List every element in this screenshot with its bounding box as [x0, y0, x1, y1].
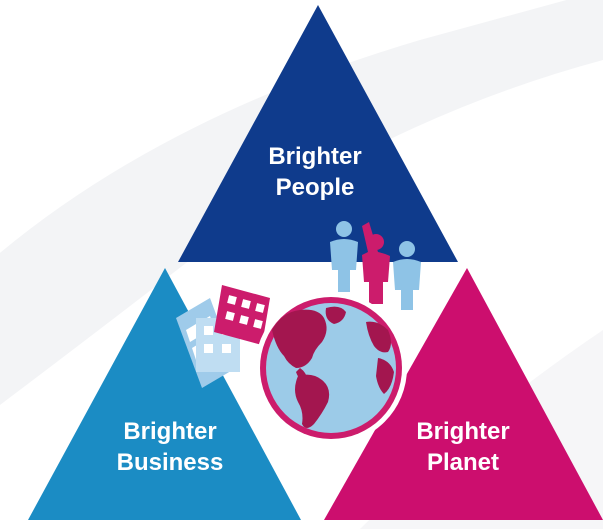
brighter-planet-line1: Brighter	[416, 418, 510, 445]
people-group-icon	[330, 221, 421, 310]
brighter-planet-label: Brighter Planet	[388, 416, 538, 478]
triangle-brighter-planet	[324, 268, 603, 520]
brighter-planet-line2: Planet	[426, 449, 500, 476]
triangle-brighter-business	[28, 268, 301, 520]
brighter-people-line1: Brighter	[268, 143, 362, 170]
globe-icon	[255, 292, 407, 444]
triangle-brighter-people	[178, 5, 458, 262]
brighter-business-line2: Business	[116, 449, 224, 476]
brighter-business-label: Brighter Business	[95, 416, 245, 478]
background-swoosh	[0, 0, 603, 405]
brighter-people-line2: People	[275, 174, 355, 201]
brighter-business-line1: Brighter	[123, 418, 217, 445]
brighter-people-label: Brighter People	[240, 141, 390, 203]
buildings-icon	[176, 285, 270, 388]
